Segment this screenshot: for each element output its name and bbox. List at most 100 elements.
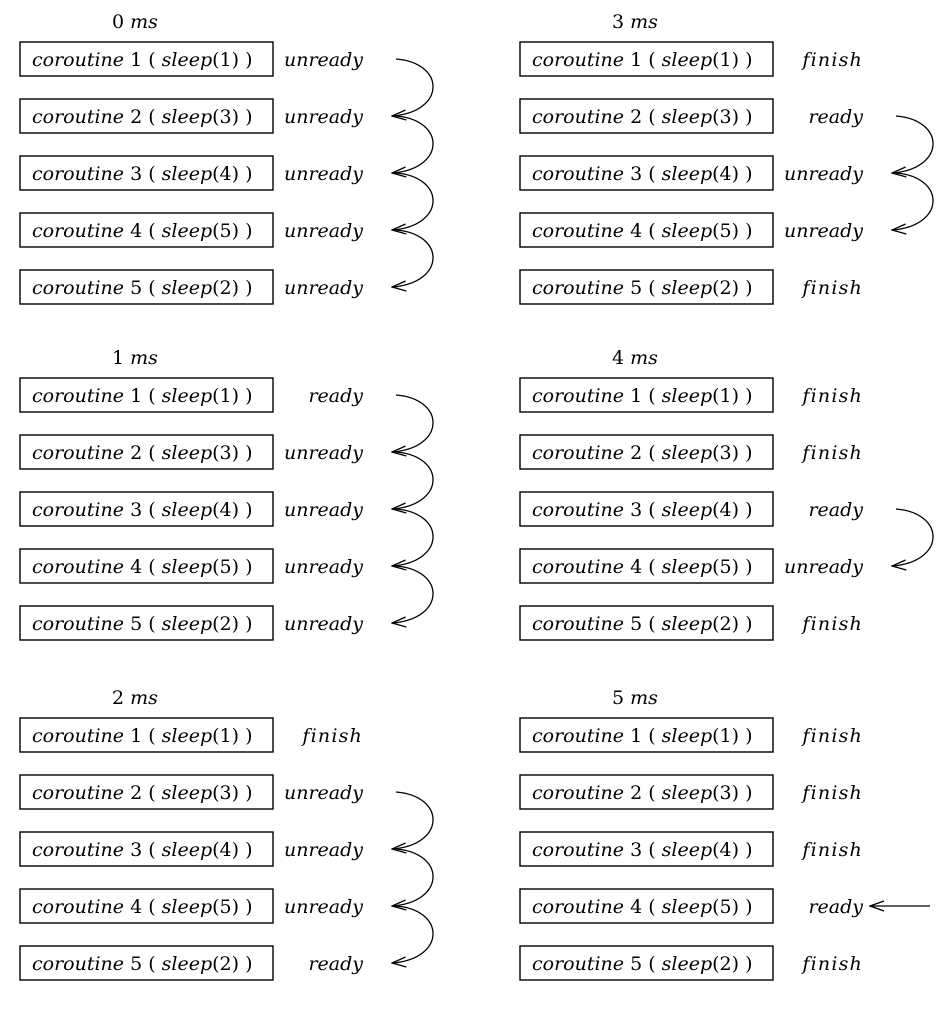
time-label: 5 ms [612,687,658,709]
coroutine-box [519,155,774,191]
coroutine-label: coroutine 3 ( sleep(4) ) [32,839,253,861]
state-unready: unready [284,277,363,299]
time-label: 2 ms [112,687,158,709]
panel-3ms: 3 ms coroutine 1 ( sleep(1) ) finish corout… [519,11,934,305]
coroutine-label: coroutine 1 ( sleep(1) ) [32,725,253,747]
transition-arrow [392,172,434,230]
coroutine-box [519,434,774,470]
state-finish: finish [300,725,363,747]
coroutine-box [519,212,774,248]
coroutine-box [519,774,774,810]
coroutine-box [519,831,774,867]
state-unready: unready [284,556,363,578]
transition-arrow [392,565,434,623]
state-unready: unready [284,220,363,242]
coroutine-box [519,491,774,527]
state-ready: ready [808,106,863,128]
transition-arrow [392,229,434,287]
transition-arrow [392,394,434,452]
panel-0ms: 0 ms coroutine 1 ( sleep(1) ) unready corou… [19,11,434,305]
state-finish: finish [800,839,863,861]
coroutine-label: coroutine 3 ( sleep(4) ) [32,163,253,185]
coroutine-label: coroutine 3 ( sleep(4) ) [532,163,753,185]
time-label: 0 ms [112,11,158,33]
transition-arrow [892,508,934,566]
time-label: 3 ms [612,11,658,33]
transition-arrow [392,58,434,116]
coroutine-box [519,41,774,77]
coroutine-label: coroutine 5 ( sleep(2) ) [532,953,753,975]
state-unready: unready [784,220,863,242]
coroutine-label: coroutine 2 ( sleep(3) ) [532,106,753,128]
coroutine-label: coroutine 5 ( sleep(2) ) [532,277,753,299]
coroutine-label: coroutine 3 ( sleep(4) ) [532,839,753,861]
transition-arrow [392,848,434,906]
state-unready: unready [284,896,363,918]
coroutine-label: coroutine 2 ( sleep(3) ) [32,106,253,128]
coroutine-label: coroutine 5 ( sleep(2) ) [532,613,753,635]
coroutine-label: coroutine 1 ( sleep(1) ) [532,385,753,407]
coroutine-label: coroutine 1 ( sleep(1) ) [32,49,253,71]
time-label: 4 ms [612,347,658,369]
state-finish: finish [800,613,863,635]
coroutine-box [19,945,274,981]
coroutine-box [519,945,774,981]
state-unready: unready [284,613,363,635]
state-unready: unready [284,442,363,464]
coroutine-box [19,377,274,413]
coroutine-box [19,434,274,470]
coroutine-label: coroutine 2 ( sleep(3) ) [532,442,753,464]
state-unready: unready [284,782,363,804]
transition-arrow [392,791,434,849]
coroutine-box [519,377,774,413]
state-ready: ready [308,385,363,407]
time-label: 1 ms [112,347,158,369]
coroutine-box [19,888,274,924]
coroutine-box [19,155,274,191]
coroutine-label: coroutine 4 ( sleep(5) ) [32,896,253,918]
state-unready: unready [284,49,363,71]
coroutine-box [519,605,774,641]
transition-arrow [392,905,434,963]
coroutine-label: coroutine 5 ( sleep(2) ) [32,277,253,299]
coroutine-label: coroutine 5 ( sleep(2) ) [32,613,253,635]
state-ready: ready [808,896,863,918]
state-ready: ready [308,953,363,975]
transition-arrow [392,451,434,509]
state-unready: unready [784,556,863,578]
coroutine-box [19,605,274,641]
coroutine-label: coroutine 5 ( sleep(2) ) [32,953,253,975]
coroutine-box [19,717,274,753]
coroutine-label: coroutine 3 ( sleep(4) ) [532,499,753,521]
coroutine-label: coroutine 4 ( sleep(5) ) [532,896,753,918]
state-finish: finish [800,277,863,299]
coroutine-label: coroutine 3 ( sleep(4) ) [32,499,253,521]
coroutine-box [519,717,774,753]
coroutine-box [519,269,774,305]
coroutine-box [19,831,274,867]
coroutine-box [19,774,274,810]
coroutine-box [19,548,274,584]
coroutine-label: coroutine 4 ( sleep(5) ) [32,220,253,242]
state-finish: finish [800,953,863,975]
state-unready: unready [284,839,363,861]
state-unready: unready [284,163,363,185]
coroutine-box [519,98,774,134]
coroutine-label: coroutine 4 ( sleep(5) ) [32,556,253,578]
coroutine-box [519,548,774,584]
coroutine-label: coroutine 2 ( sleep(3) ) [32,442,253,464]
state-finish: finish [800,725,863,747]
coroutine-label: coroutine 2 ( sleep(3) ) [532,782,753,804]
coroutine-label: coroutine 4 ( sleep(5) ) [532,220,753,242]
state-finish: finish [800,442,863,464]
state-unready: unready [784,163,863,185]
state-unready: unready [284,106,363,128]
state-ready: ready [808,499,863,521]
coroutine-label: coroutine 1 ( sleep(1) ) [532,49,753,71]
coroutine-box [19,269,274,305]
coroutine-box [19,491,274,527]
